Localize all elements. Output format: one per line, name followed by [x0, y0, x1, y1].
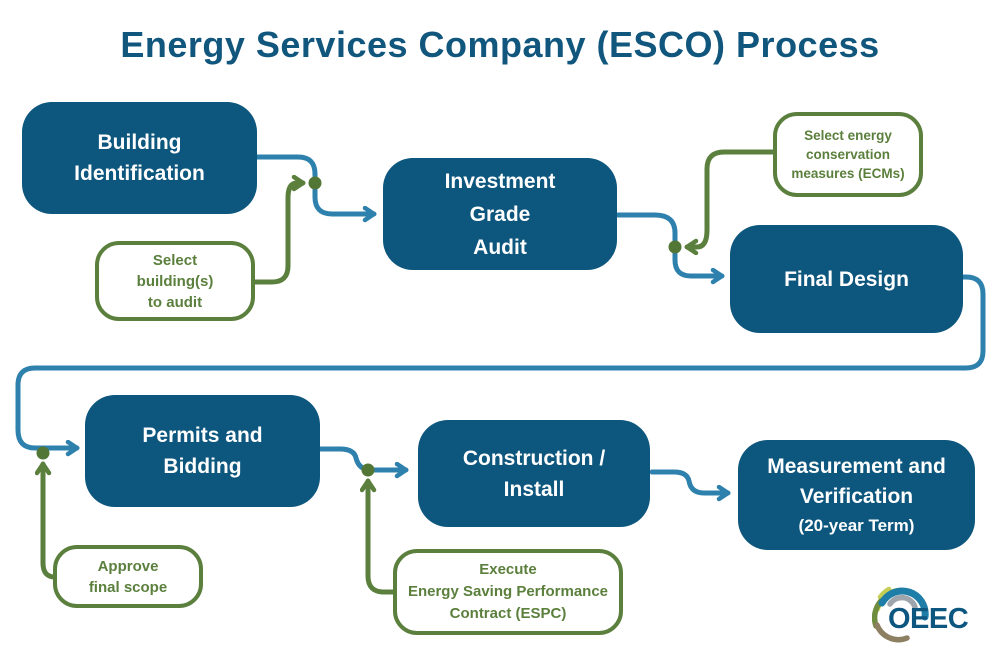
step-label-line: Bidding — [163, 455, 242, 478]
diagram-title: Energy Services Company (ESCO) Process — [120, 24, 880, 65]
note-label-line: Contract (ESPC) — [449, 605, 567, 622]
note-approve-final-scope: Approve final scope — [53, 545, 203, 608]
connector-approvescope-to-junction — [43, 461, 58, 580]
logo-swirl-gray-arc — [887, 594, 918, 610]
junction-dot-2 — [668, 240, 682, 254]
step-permits-and-bidding: Permits and Bidding — [85, 395, 320, 507]
note-label-line: to audit — [147, 293, 203, 311]
note-label-line: Approve — [97, 557, 159, 575]
step-subline: (20-year Term) — [798, 515, 915, 535]
note-label-line: Select energy — [804, 128, 892, 143]
step-label-line: Verification — [799, 484, 914, 508]
note-label-line: Execute — [479, 561, 537, 578]
note-label-line: Select — [152, 251, 198, 269]
step-label-line: Identification — [74, 162, 205, 185]
connector-espc-to-junction — [368, 478, 396, 595]
step-label-line: Construction / — [462, 446, 606, 470]
logo-swirl-yellow-arc-2 — [877, 586, 892, 600]
junction-dot-1 — [308, 176, 322, 190]
note-select-ecms: Select energy conservation measures (ECM… — [773, 112, 923, 197]
note-execute-espc: Execute Energy Saving Performance Contra… — [393, 549, 623, 635]
step-label-line: Permits and — [142, 424, 263, 447]
note-label-line: conservation — [805, 147, 891, 162]
note-label-line: final scope — [88, 578, 168, 596]
note-label-line: building(s) — [136, 272, 214, 290]
step-label-line: Building — [97, 131, 182, 154]
step-label-line: Audit — [473, 235, 527, 259]
step-construction-install: Construction / Install — [418, 420, 650, 527]
step-label-line: Grade — [469, 202, 531, 226]
logo-swirl-teal-arc — [878, 587, 929, 621]
step-final-design: Final Design — [730, 225, 963, 333]
junction-dot-3 — [36, 446, 50, 460]
junction-dot-4 — [361, 463, 375, 477]
connector-construction-to-mv — [649, 469, 731, 493]
connector-building-to-audit — [254, 154, 377, 214]
step-label-line: Investment — [444, 169, 556, 193]
step-investment-grade-audit: Investment Grade Audit — [383, 158, 617, 270]
logo-text: OEEC — [888, 603, 969, 635]
step-label-line: Final Design — [784, 267, 909, 291]
logo-swirl-brown-arc — [874, 622, 910, 643]
note-select-buildings: Select building(s) to audit — [95, 241, 255, 321]
connector-selectbuildings-to-junction — [252, 183, 306, 285]
note-label-line: Energy Saving Performance — [407, 583, 609, 600]
step-building-identification: Building Identification — [22, 102, 257, 214]
note-label-line: measures (ECMs) — [791, 166, 905, 181]
step-measurement-verification: Measurement and Verification (20-year Te… — [738, 440, 975, 550]
connector-audit-to-finaldesign — [615, 212, 725, 276]
step-label-line: Install — [503, 477, 565, 501]
oeec-logo: OEEC — [872, 586, 969, 643]
step-label-line: Measurement and — [767, 454, 946, 478]
connector-permits-to-construction — [317, 446, 409, 470]
